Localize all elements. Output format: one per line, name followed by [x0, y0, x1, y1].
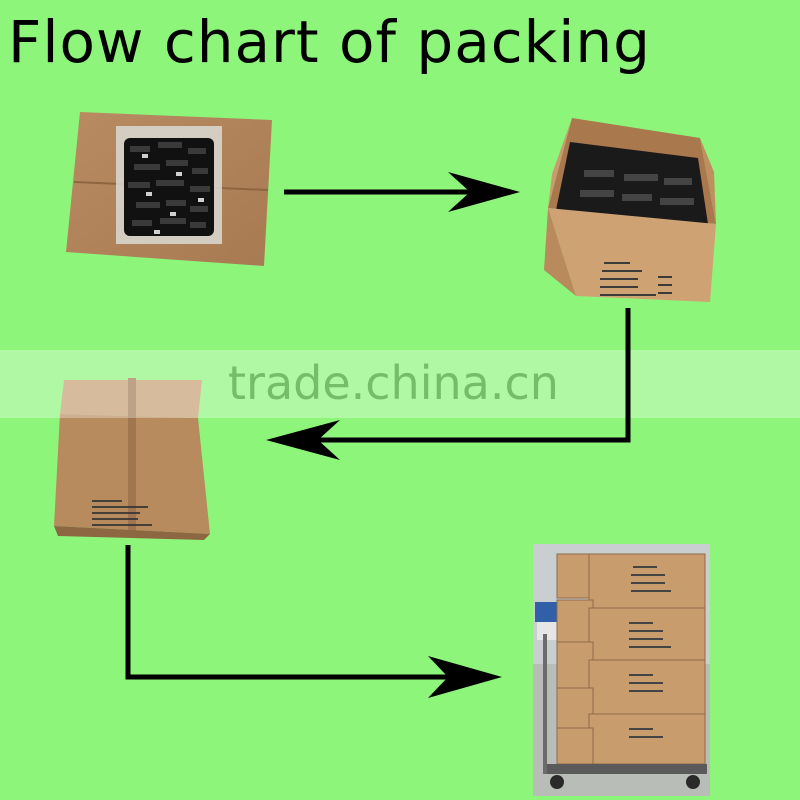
step-3-sealed-carton-photo [52, 376, 212, 540]
arrow-step2-to-step3 [266, 308, 631, 460]
step-1-bagged-items-photo [66, 112, 272, 266]
arrow-step1-to-step2 [284, 172, 520, 212]
step-2-filled-carton-photo [540, 112, 718, 304]
step-4-stacked-cartons-photo [533, 544, 710, 796]
arrow-step3-to-step4 [125, 545, 502, 698]
diagram-title: Flow chart of packing [8, 8, 651, 76]
watermark-text: trade.china.cn [228, 356, 559, 410]
watermark-band [0, 350, 800, 418]
